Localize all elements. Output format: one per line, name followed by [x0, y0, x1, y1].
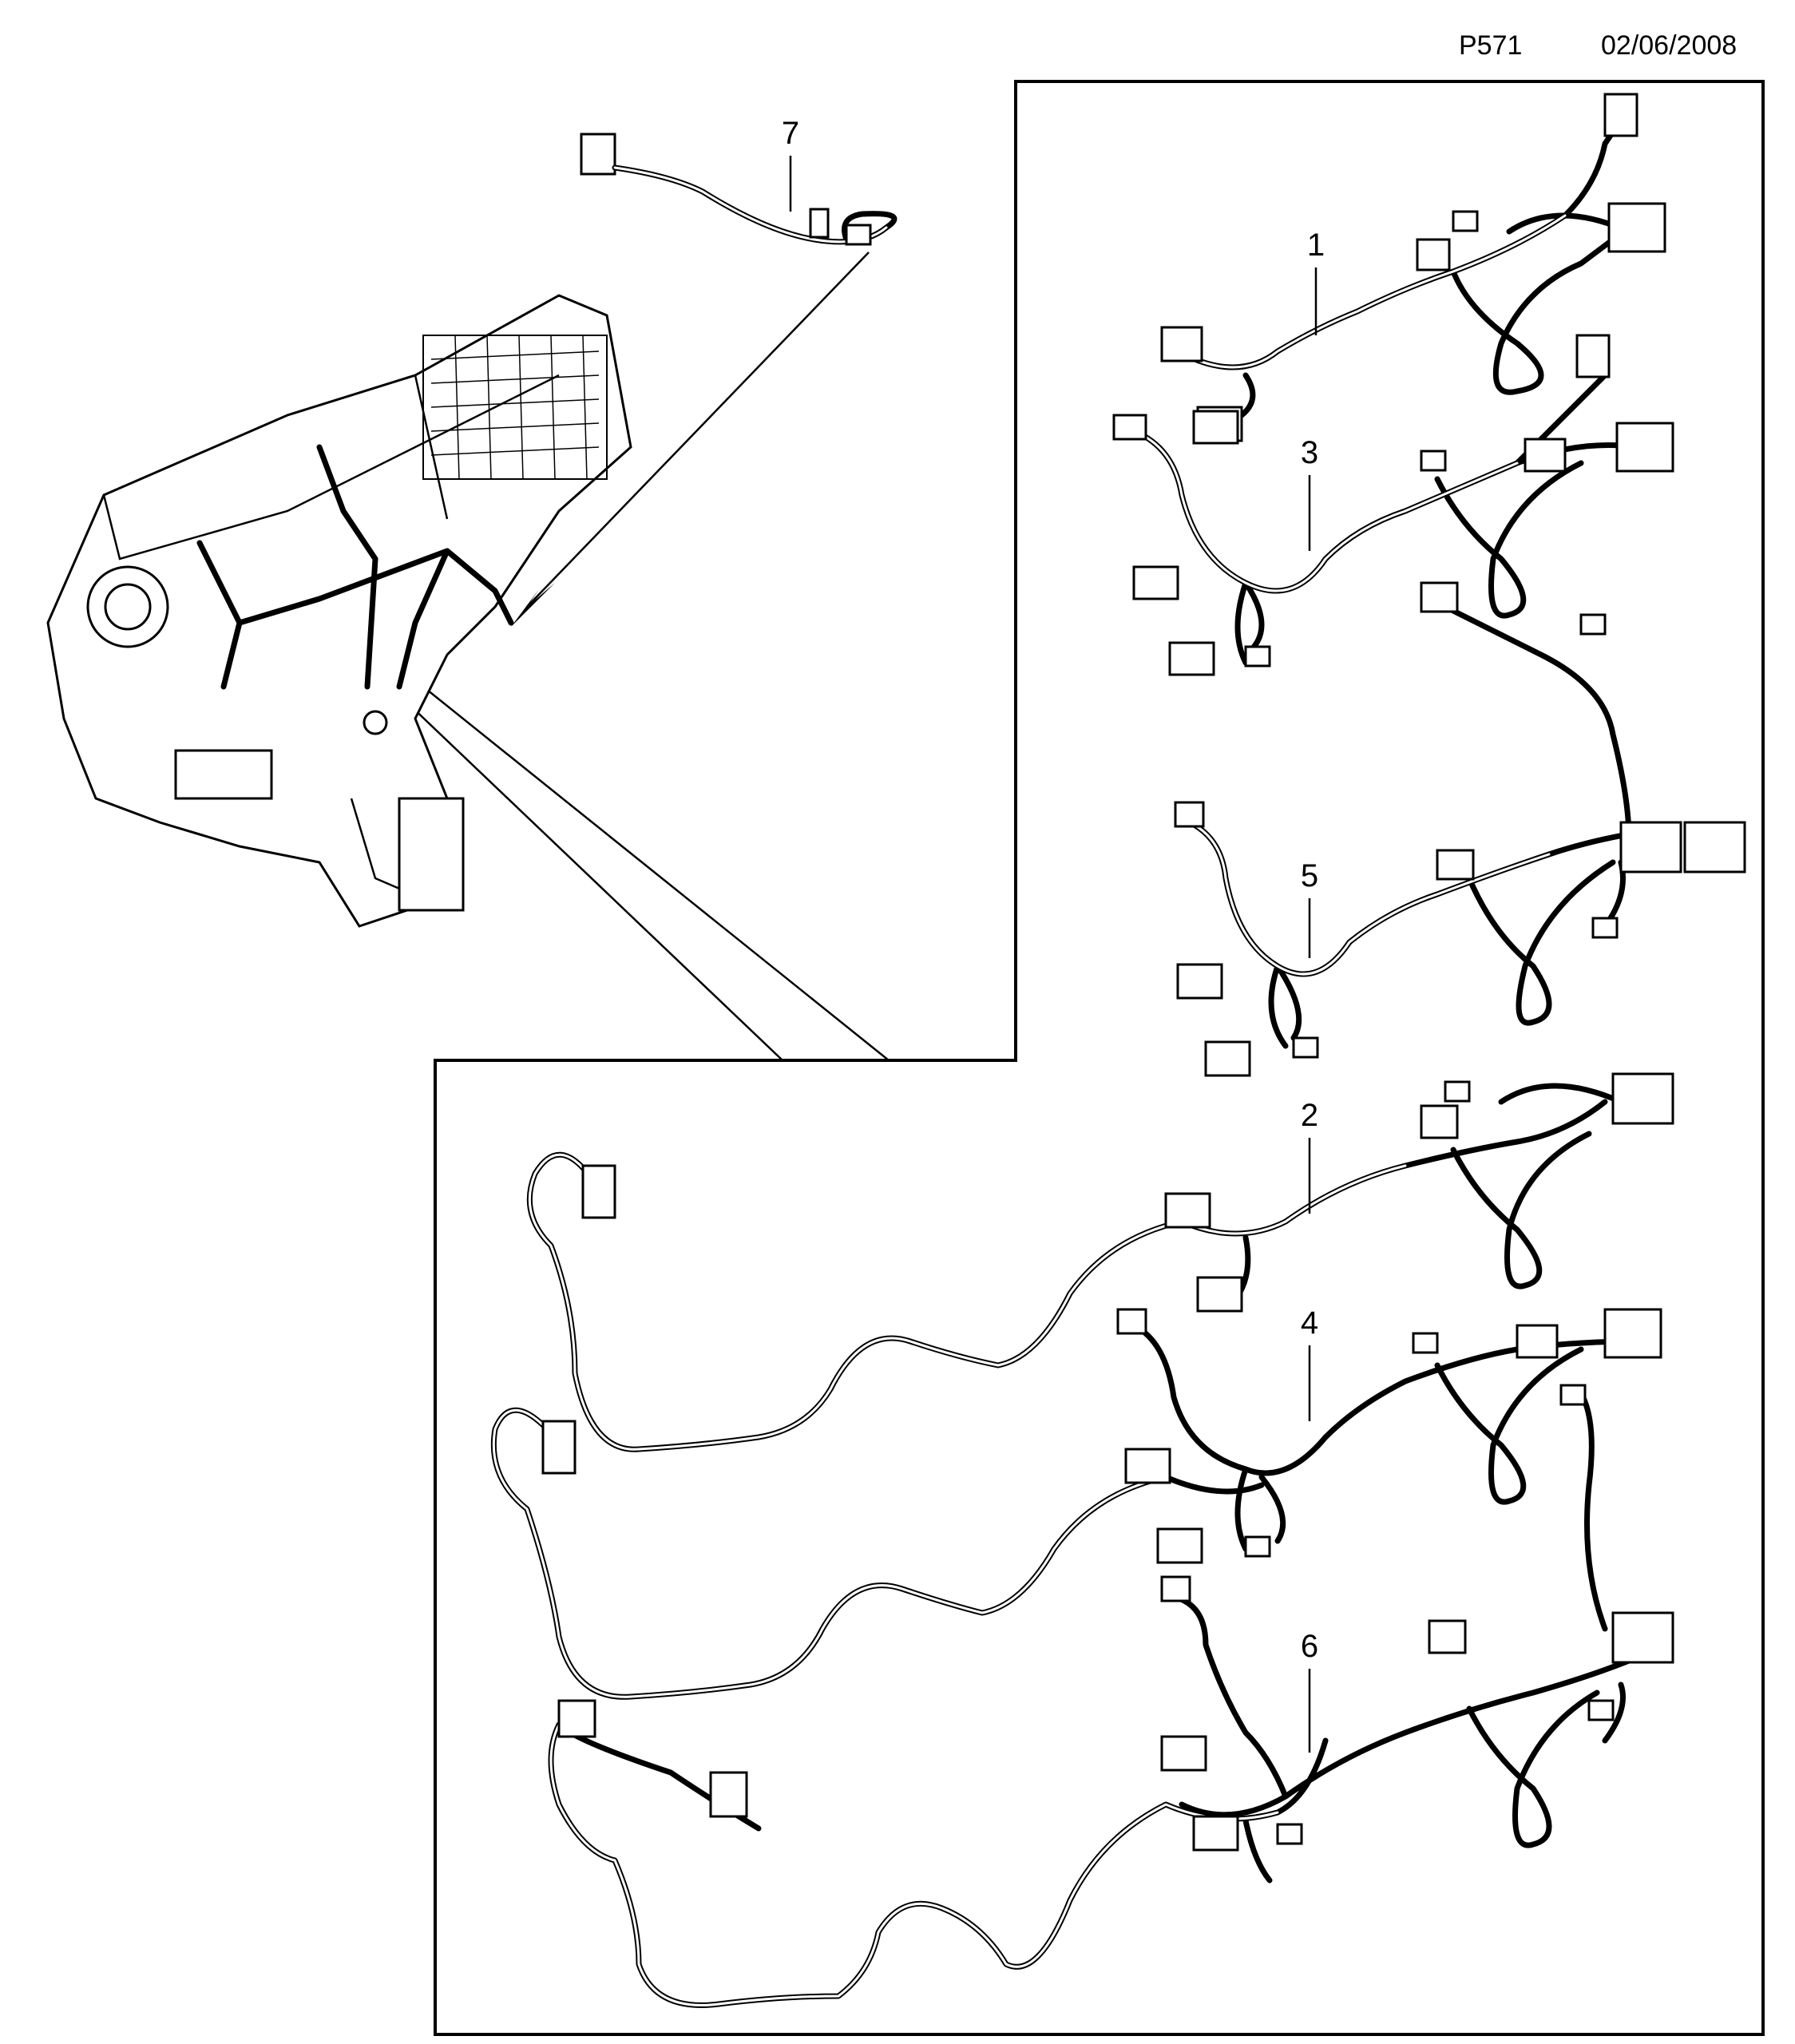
- connector: [1160, 1735, 1207, 1772]
- detail-frame: [434, 80, 1765, 2036]
- connector: [1607, 202, 1666, 253]
- diagram-date: 02/06/2008: [1601, 30, 1738, 61]
- connector: [1603, 1308, 1662, 1359]
- callout-4: 4: [1301, 1305, 1318, 1341]
- connector: [1615, 422, 1674, 473]
- connector: [1196, 1276, 1243, 1313]
- callout-1: 1: [1307, 228, 1325, 263]
- leader-arrow-7: [526, 252, 870, 608]
- connector: [1160, 1575, 1191, 1602]
- hvac-unit: [46, 294, 632, 928]
- connector: [1428, 1619, 1467, 1654]
- callout-3: 3: [1301, 435, 1318, 470]
- callout-7: 7: [782, 116, 799, 151]
- connector: [1611, 1072, 1674, 1125]
- connector: [1575, 334, 1611, 378]
- connector: [1436, 849, 1475, 881]
- connector: [1619, 821, 1682, 873]
- connector: [1244, 645, 1271, 667]
- connector: [809, 208, 830, 239]
- connector: [1416, 238, 1451, 271]
- harness-4: [490, 1308, 1662, 1700]
- callout-6: 6: [1301, 1629, 1318, 1664]
- connector: [1587, 1699, 1615, 1721]
- connector: [1244, 1535, 1271, 1558]
- connector: [1276, 1823, 1303, 1845]
- callout-2: 2: [1301, 1098, 1318, 1133]
- connector: [1132, 565, 1179, 600]
- connector: [1116, 1308, 1147, 1335]
- connector: [1559, 1384, 1587, 1406]
- connector: [1292, 1036, 1319, 1059]
- connector: [1156, 1527, 1203, 1564]
- connector: [1452, 210, 1479, 232]
- connector: [1683, 821, 1746, 873]
- connector: [1164, 1192, 1211, 1229]
- connector: [1112, 414, 1147, 441]
- arrow-head: [511, 583, 555, 627]
- connector: [1516, 1324, 1559, 1359]
- connector: [1591, 917, 1619, 939]
- connector: [1192, 410, 1239, 445]
- connector: [709, 1771, 748, 1818]
- connector: [1204, 1040, 1251, 1077]
- connector: [1192, 1815, 1239, 1852]
- connector: [1174, 801, 1205, 828]
- harness-3: [1112, 334, 1674, 676]
- connector: [1444, 1080, 1471, 1103]
- leader-line-right: [422, 686, 890, 1061]
- connector: [1176, 963, 1223, 1000]
- diagram-code: P571: [1459, 30, 1523, 61]
- connector: [1420, 1104, 1459, 1139]
- connector: [580, 133, 616, 176]
- connector: [1412, 1332, 1439, 1354]
- connector: [1579, 613, 1607, 636]
- harness-6: [548, 1575, 1674, 2008]
- connector: [1603, 93, 1638, 137]
- callout-5: 5: [1301, 858, 1318, 893]
- connector: [1124, 1448, 1171, 1484]
- connector: [1160, 326, 1203, 362]
- connector: [1168, 641, 1215, 676]
- leader-line-left: [406, 702, 783, 1061]
- connector: [541, 1420, 577, 1475]
- connector: [1611, 1611, 1674, 1664]
- harness-2: [526, 1072, 1674, 1452]
- harness-7: [580, 133, 898, 246]
- connector: [845, 224, 872, 246]
- connector: [581, 1164, 616, 1219]
- connector: [1420, 581, 1459, 613]
- harness-5: [1174, 581, 1746, 1077]
- connector: [1524, 438, 1567, 473]
- connector: [1420, 450, 1447, 472]
- connector: [557, 1699, 596, 1738]
